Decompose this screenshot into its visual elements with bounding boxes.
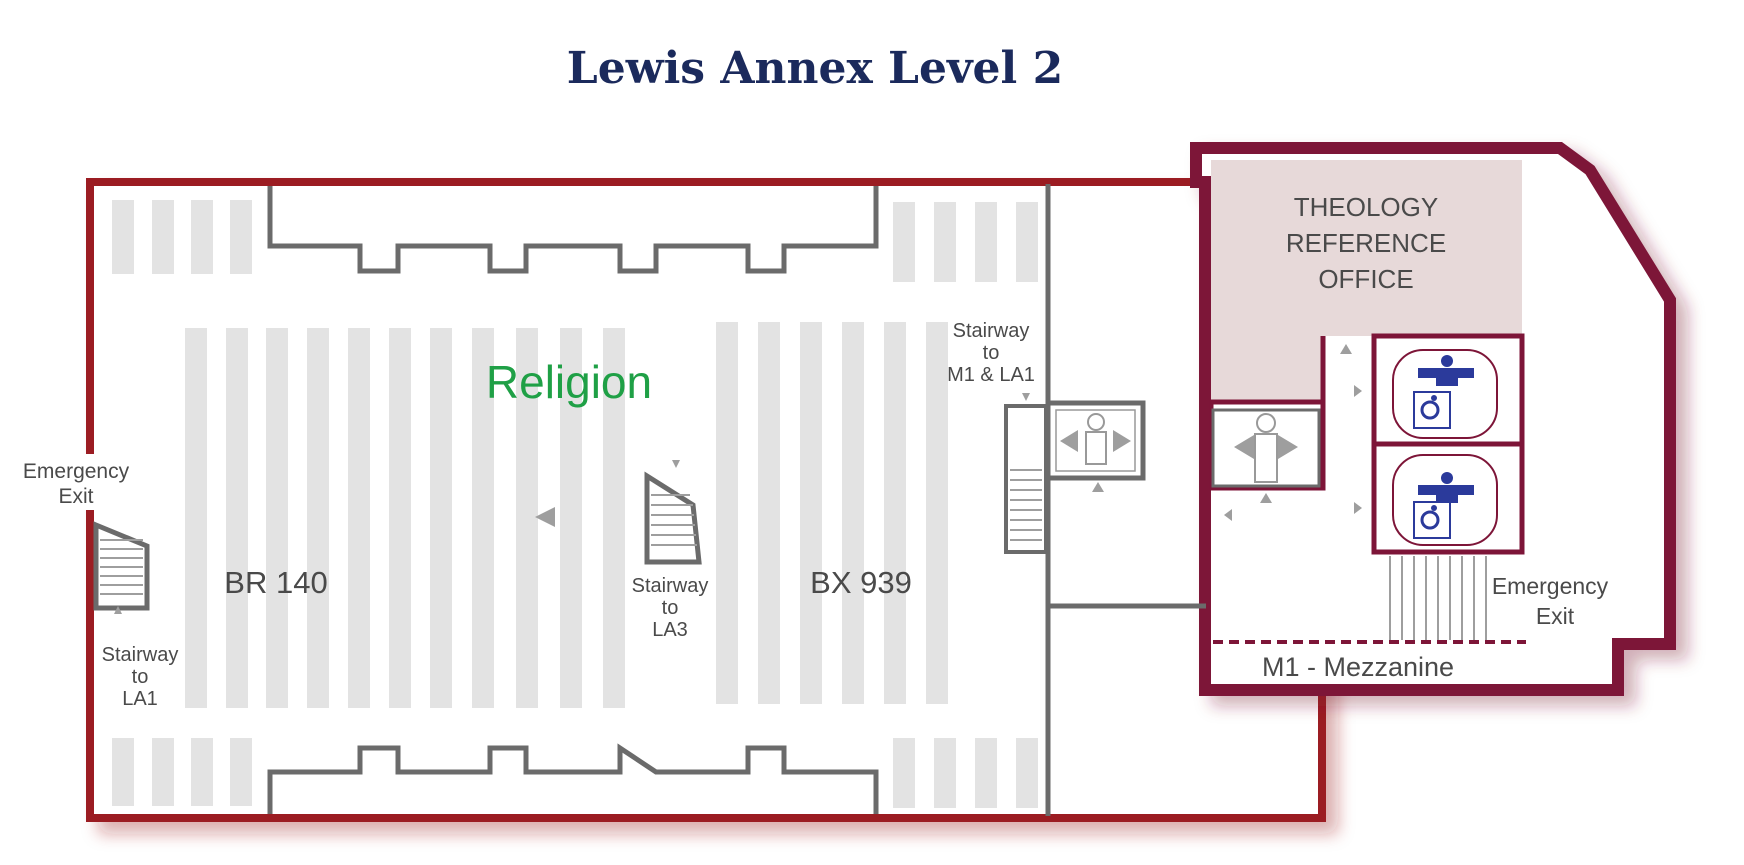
map-title: Lewis Annex Level 2 — [567, 43, 1063, 94]
emergency-exit-left-line1: Emergency — [23, 460, 130, 483]
elevator-icon — [1211, 408, 1321, 488]
stairway-la1-line2: to — [132, 666, 149, 688]
restroom-icon — [1392, 349, 1498, 439]
arrow-icon — [114, 344, 1362, 614]
stairway-mi-la1-line2: to — [983, 342, 1000, 364]
emergency-exit-right-label: Emergency Exit — [1492, 573, 1609, 629]
main-building — [86, 178, 1326, 822]
stairway-la3-label: Stairway to LA3 — [632, 575, 709, 641]
annex-inner-walls — [1208, 333, 1525, 555]
elevator-icon — [1045, 400, 1146, 481]
restroom-icon — [1392, 454, 1498, 546]
theology-label-line1: THEOLOGY — [1294, 192, 1438, 222]
stairs-icon — [1389, 556, 1487, 640]
call-number-start: BR 140 — [224, 565, 327, 600]
stairs-icon — [93, 521, 150, 611]
stairway-la1-line3: LA1 — [122, 688, 158, 710]
stairway-mi-la1-line1: Stairway — [953, 320, 1030, 342]
emergency-exit-left-label: Emergency Exit — [23, 454, 130, 510]
stairway-la1-label: Stairway to LA1 — [102, 644, 179, 710]
call-number-end: BX 939 — [810, 565, 912, 600]
stairs-icon — [1004, 404, 1048, 554]
shelving — [112, 200, 1038, 808]
emergency-exit-right-line1: Emergency — [1492, 573, 1609, 599]
stairway-la3-line1: Stairway — [632, 575, 709, 597]
emergency-exit-right-line2: Exit — [1536, 603, 1575, 629]
stairway-la1-line1: Stairway — [102, 644, 179, 666]
stairway-la3-line2: to — [662, 597, 679, 619]
theology-label-line2: REFERENCE — [1286, 228, 1446, 258]
mezzanine-label: M1 - Mezzanine — [1262, 652, 1454, 682]
religion-label: Religion — [486, 356, 652, 408]
theology-reference-office: THEOLOGY REFERENCE OFFICE — [1211, 160, 1522, 402]
theology-label-line3: OFFICE — [1318, 264, 1413, 294]
stairway-mi-la1-line3: M1 & LA1 — [947, 364, 1035, 386]
stairway-mi-la1-label: Stairway to M1 & LA1 — [947, 320, 1035, 386]
stairway-la3-line3: LA3 — [652, 619, 688, 641]
stairs-icon — [644, 471, 702, 565]
emergency-exit-left-line2: Exit — [58, 485, 93, 508]
